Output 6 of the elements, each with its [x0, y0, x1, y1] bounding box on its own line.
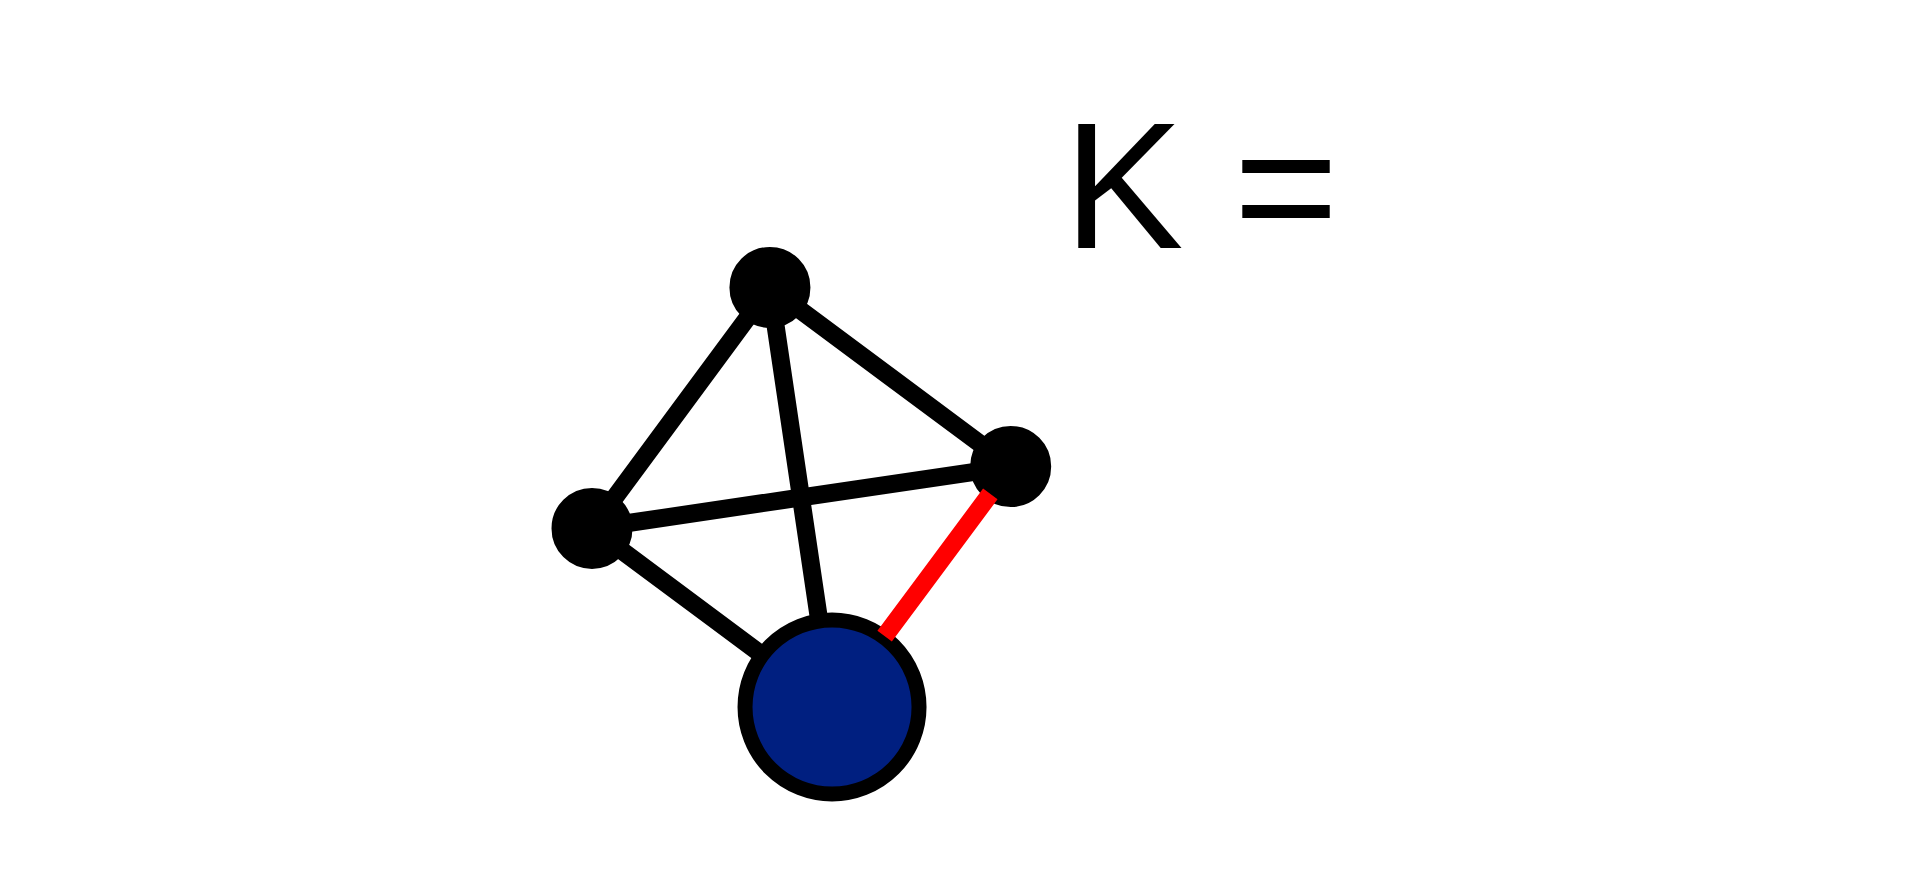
connector [877, 488, 998, 642]
node-circle [551, 487, 633, 569]
node-circle [737, 612, 927, 802]
node-circle [970, 426, 1052, 507]
label: K = [1063, 85, 1339, 286]
node-circle [729, 246, 811, 328]
